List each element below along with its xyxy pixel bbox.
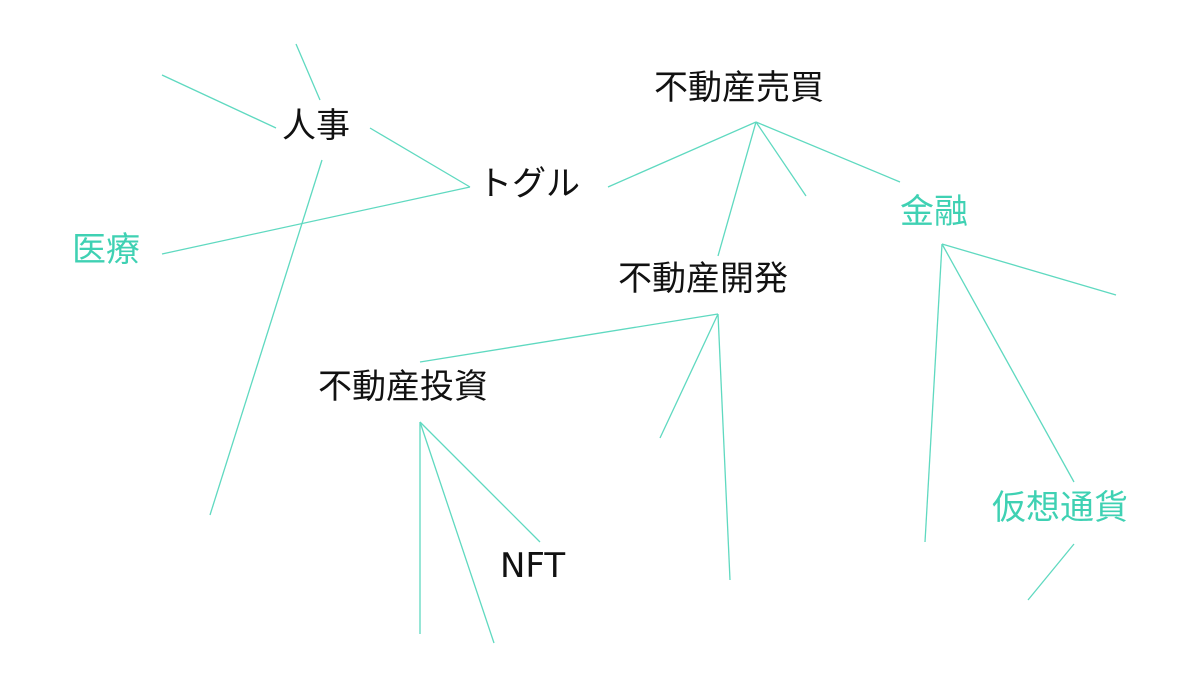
edge-kasou-stub	[1027, 543, 1075, 601]
edge-kaihatsu-toushi	[419, 313, 719, 363]
node-kasou-tsuuka[interactable]: 仮想通貨	[992, 488, 1128, 528]
edge-jinji-stub-up	[295, 43, 321, 101]
edge-kinyuu-stub-right	[941, 243, 1117, 296]
edge-toushi-nft	[419, 421, 541, 543]
edge-baibai-kaihatsu	[717, 121, 757, 257]
edge-kinyuu-kasou	[941, 243, 1075, 483]
node-fudousan-toushi[interactable]: 不動産投資	[318, 367, 488, 407]
edge-kaihatsu-stub-down	[717, 313, 731, 581]
node-toggle[interactable]: トグル	[478, 164, 580, 204]
edge-kaihatsu-stub-left	[659, 313, 719, 439]
node-fudousan-baibai[interactable]: 不動産売買	[654, 68, 824, 108]
edge-baibai-stub	[755, 121, 807, 197]
edge-toggle-baibai	[607, 121, 757, 188]
node-iryou[interactable]: 医療	[72, 230, 140, 270]
node-nft[interactable]: NFT	[500, 546, 566, 586]
edge-kinyuu-stub-down	[924, 243, 943, 543]
node-fudousan-kaihatsu[interactable]: 不動産開発	[618, 259, 788, 299]
edge-toushi-stub-diag	[419, 421, 495, 644]
edge-toggle-iryou	[161, 186, 471, 255]
node-kinyuu[interactable]: 金融	[900, 192, 968, 232]
edge-jinji-stub-left	[161, 74, 277, 129]
node-jinji[interactable]: 人事	[282, 106, 350, 146]
edge-baibai-kinyuu	[755, 121, 901, 183]
edge-toggle-jinji	[369, 127, 471, 188]
edge-jinji-stub-down	[209, 159, 323, 516]
